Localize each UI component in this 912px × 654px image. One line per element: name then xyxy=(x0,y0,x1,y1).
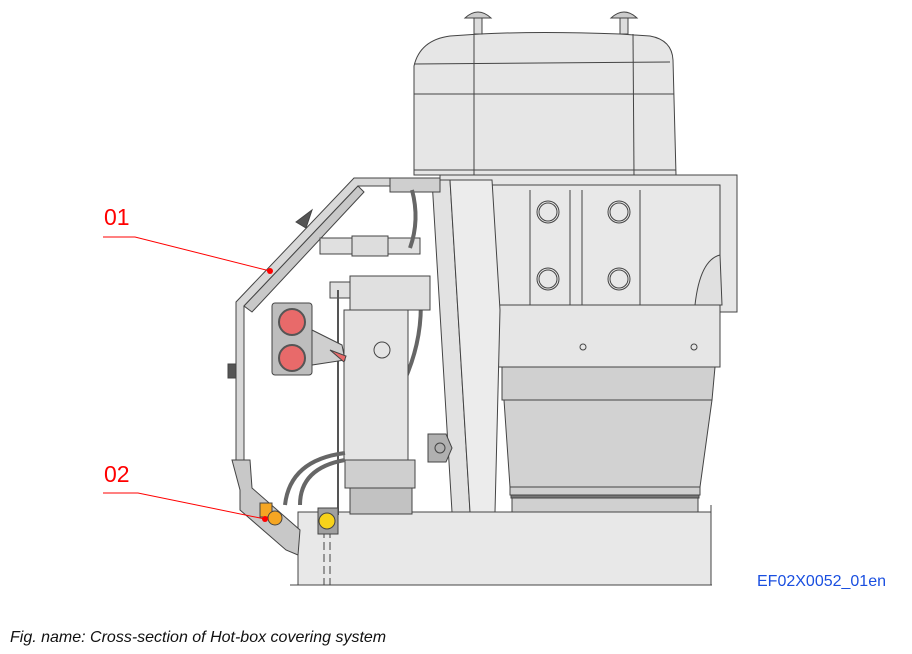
callout-label-02: 02 xyxy=(104,461,130,487)
figure-code: EF02X0052_01en xyxy=(757,573,886,590)
flange-block xyxy=(271,302,347,376)
pump-column xyxy=(343,275,453,515)
top-cover-housing xyxy=(413,11,677,176)
lower-bracket xyxy=(231,459,301,556)
side-wall xyxy=(431,179,501,513)
base-plate xyxy=(290,505,712,586)
yellow-sensor xyxy=(317,507,339,535)
callout-01-leader xyxy=(103,236,273,274)
lower-housing xyxy=(501,366,716,513)
hoses xyxy=(283,451,346,506)
figure-caption: Fig. name: Cross-section of Hot-box cove… xyxy=(10,629,387,646)
callout-02-leader xyxy=(103,492,268,522)
callout-label-01: 01 xyxy=(104,204,130,230)
